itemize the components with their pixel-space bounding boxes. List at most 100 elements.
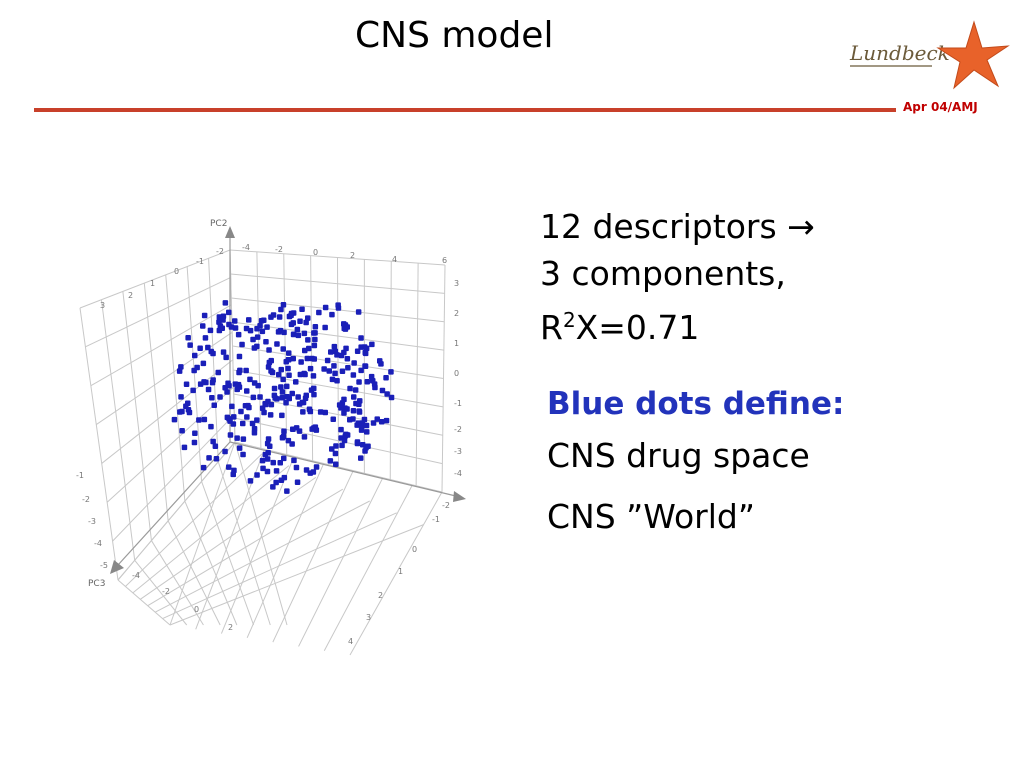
- data-point: [183, 381, 190, 387]
- data-point: [297, 371, 304, 378]
- data-point: [311, 385, 317, 392]
- right-arrow-icon: →: [787, 207, 815, 246]
- data-point: [187, 342, 193, 348]
- data-point: [202, 335, 209, 341]
- data-point: [216, 327, 223, 334]
- data-point: [284, 394, 290, 400]
- data-point: [338, 426, 344, 433]
- data-point: [281, 329, 287, 336]
- data-point: [354, 348, 361, 354]
- data-point: [200, 464, 207, 471]
- data-point: [358, 455, 364, 461]
- data-point: [388, 394, 395, 401]
- grid-line: [323, 484, 413, 651]
- tick-label: -5: [100, 561, 108, 570]
- grid-line: [184, 500, 238, 626]
- starfish-icon: [936, 20, 1010, 90]
- data-point: [339, 368, 346, 374]
- data-point: [362, 363, 369, 369]
- data-point: [336, 402, 343, 408]
- grid-line: [220, 456, 295, 634]
- data-point: [259, 405, 266, 411]
- data-point: [232, 381, 239, 387]
- data-point: [379, 387, 386, 394]
- date-tag: Apr 04/AMJ: [903, 100, 978, 114]
- grid-line: [112, 414, 235, 542]
- data-point: [263, 339, 269, 345]
- tick-label: 2: [128, 291, 133, 300]
- data-point: [238, 408, 244, 415]
- data-point: [344, 406, 350, 412]
- data-point: [179, 428, 185, 434]
- grid-line: [132, 465, 290, 594]
- data-point: [335, 305, 342, 311]
- data-point: [278, 306, 284, 313]
- data-point: [290, 426, 296, 432]
- data-point: [249, 420, 256, 427]
- data-point: [270, 484, 276, 490]
- data-point: [181, 444, 188, 451]
- data-point: [351, 394, 357, 400]
- data-point: [216, 319, 222, 325]
- data-point: [226, 464, 232, 470]
- data-point: [341, 437, 348, 444]
- data-point: [295, 394, 301, 400]
- data-point: [317, 409, 324, 415]
- data-point: [274, 341, 280, 347]
- axis-arrow-icon: [110, 560, 124, 574]
- data-point: [344, 356, 351, 362]
- grid-line: [79, 249, 231, 309]
- data-point: [230, 471, 236, 478]
- grid-line: [165, 274, 186, 502]
- tick-label: 1: [150, 279, 155, 288]
- data-point: [264, 468, 271, 475]
- data-point: [268, 401, 275, 408]
- tick-label: 0: [174, 267, 179, 276]
- grid-line: [125, 453, 263, 587]
- data-point: [310, 373, 317, 379]
- data-point: [205, 386, 212, 393]
- data-point: [192, 352, 198, 359]
- data-point: [299, 399, 306, 406]
- grid-line: [349, 491, 443, 656]
- data-point: [288, 310, 295, 317]
- data-point: [277, 460, 283, 466]
- data-point: [362, 448, 368, 454]
- data-point: [191, 439, 198, 446]
- data-point: [251, 345, 258, 351]
- data-point: [275, 329, 282, 335]
- data-point: [271, 385, 278, 392]
- grid-line: [415, 263, 419, 486]
- data-point: [281, 474, 288, 481]
- slide-title: CNS model: [355, 15, 554, 56]
- data-point: [362, 350, 369, 357]
- data-point: [197, 345, 203, 351]
- data-point: [322, 409, 328, 416]
- data-point: [279, 389, 286, 395]
- data-point: [212, 443, 219, 449]
- axis-arrow-icon: [225, 226, 235, 238]
- data-point: [213, 456, 220, 462]
- lundbeck-logo: Lundbeck: [849, 20, 1010, 90]
- descriptors-block: 12 descriptors → 3 components, R2X=0.71: [540, 203, 815, 351]
- data-point: [327, 458, 334, 464]
- data-point: [338, 352, 345, 359]
- data-point: [223, 354, 229, 361]
- data-point: [178, 394, 184, 400]
- data-point: [351, 360, 357, 366]
- data-point: [239, 341, 245, 348]
- data-point: [257, 323, 263, 329]
- data-point: [240, 420, 246, 427]
- data-point: [355, 420, 362, 426]
- data-point: [260, 465, 266, 472]
- grid-line: [90, 304, 232, 387]
- tick-label: -4: [132, 571, 140, 580]
- data-point: [225, 380, 231, 386]
- data-point: [265, 436, 272, 442]
- data-point: [251, 380, 258, 386]
- data-point: [361, 416, 368, 423]
- axis-pc3: [117, 441, 231, 566]
- data-point: [293, 379, 299, 385]
- tick-label: 0: [313, 248, 318, 257]
- data-point: [350, 408, 357, 414]
